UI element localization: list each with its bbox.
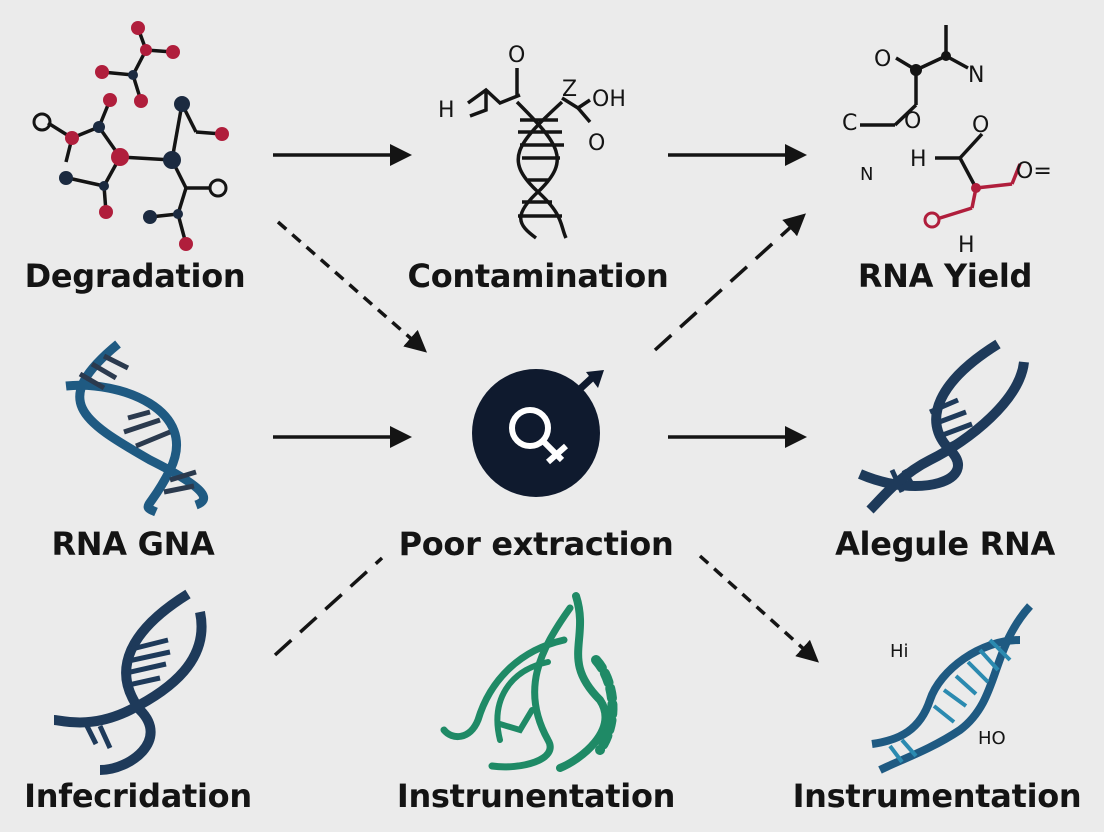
yield-o4: O= — [1016, 159, 1052, 184]
yield-o1: O — [874, 47, 891, 72]
arrows — [273, 144, 819, 663]
node-label-degradation: Degradation — [24, 257, 246, 295]
yield-c: C — [842, 111, 857, 136]
yield-o3: O — [972, 113, 989, 138]
node-label-instrunentation: Instrunentation — [396, 777, 676, 815]
alegule-rna-dna-helix-icon — [858, 339, 1029, 514]
instr-ho: HO — [978, 728, 1006, 749]
yield-n2: N — [860, 164, 873, 185]
yield-o2: O — [904, 109, 921, 134]
yield-n1: N — [968, 63, 984, 88]
rna-yield-molecule-icon: O N C O N H O O= H — [842, 25, 1052, 258]
node-label-rna-gna: RNA GNA — [51, 525, 215, 563]
instr-hi: Hi — [890, 641, 909, 662]
contam-h: H — [438, 98, 455, 123]
node-label-rna-yield: RNA Yield — [857, 257, 1033, 295]
infecridation-dna-helix-icon — [53, 589, 207, 775]
yield-h1: H — [910, 147, 927, 172]
contam-oh: OH — [592, 87, 626, 112]
contam-o-bottom: O — [588, 131, 605, 156]
arrow-degradation-to-poor-extraction — [276, 220, 428, 353]
contam-z: Z — [562, 77, 577, 102]
node-label-instrumentation: Instrumentation — [792, 777, 1082, 815]
contamination-dna-helix-icon: H O Z OH O — [438, 43, 626, 240]
node-label-contamination: Contamination — [407, 257, 669, 295]
instrumentation-dna-helix-icon: Hi HO — [871, 603, 1033, 774]
yield-h2: H — [958, 233, 975, 258]
arrow-poor-extraction-to-instrumentation — [698, 554, 819, 663]
arrow-infecridation-to-poor-extraction — [273, 556, 384, 657]
protein-ribbon-icon — [440, 592, 618, 772]
node-label-infecridation: Infecridation — [24, 777, 252, 815]
contam-o-top: O — [508, 43, 525, 68]
node-label-alegule-rna: Alegule RNA — [835, 525, 1055, 563]
node-label-poor-extraction: Poor extraction — [398, 525, 674, 563]
gender-symbol-icon — [472, 369, 604, 497]
degradation-molecule-icon: O O — [32, 21, 229, 251]
rna-gna-dna-helix-icon — [65, 340, 209, 517]
